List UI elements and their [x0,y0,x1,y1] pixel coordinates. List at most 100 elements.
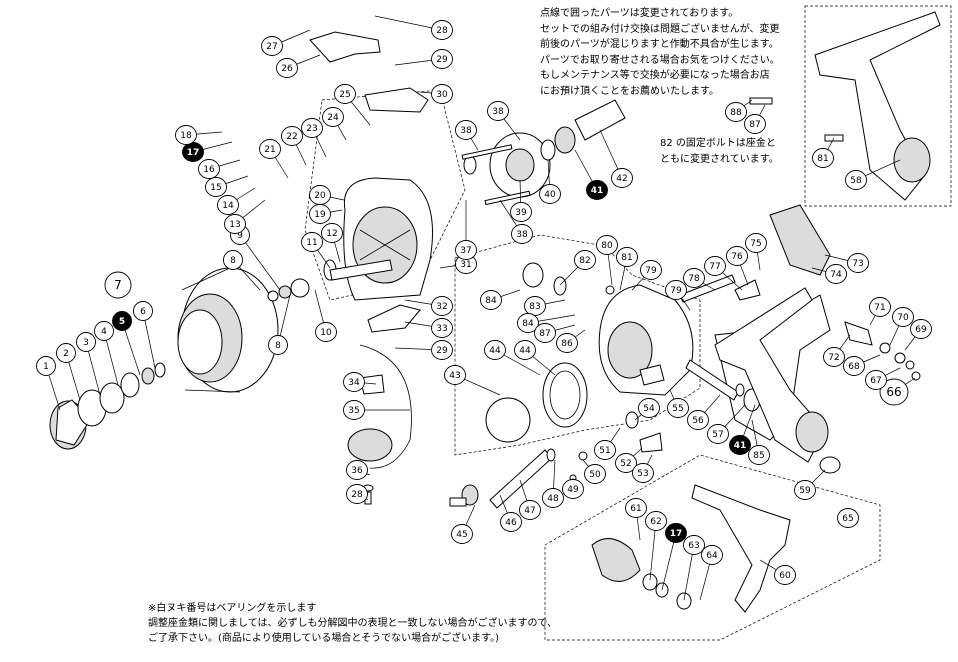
callout-number: 19 [314,210,326,220]
callout-number: 37 [460,246,471,256]
callout-number: 74 [830,270,842,280]
bail-arm [364,87,429,113]
callout-number: 27 [266,42,277,52]
callout-circle [865,370,887,390]
callout-circle [794,480,816,500]
part-callouts: 1234567889101112131415161718192021222324… [36,20,932,585]
callout-number: 40 [544,190,556,200]
part-callout: 66 [879,378,909,406]
callout-number: 31 [460,260,471,270]
callout-circle [261,36,283,56]
callout-number: 57 [712,430,723,440]
bearing-callout: 17 [182,142,204,162]
part-callout: 29 [431,49,453,69]
part-callout: 38 [487,101,509,121]
part-callout: 7 [104,271,132,299]
callout-number: 18 [180,131,192,141]
callout-circle [517,313,539,333]
callout-circle [825,264,847,284]
callout-circle [217,195,239,215]
part-callout: 49 [562,479,584,499]
callout-circle [748,445,770,465]
callout-number: 43 [449,371,460,381]
part-callout: 12 [321,223,343,243]
callout-circle [346,484,368,504]
part-callout: 55 [667,398,689,418]
part-callout: 61 [625,498,647,518]
callout-number: 52 [620,459,631,469]
callout-circle [847,253,869,273]
rotor-assembly [267,31,433,505]
part-callout: 38 [455,120,477,140]
callout-number: 49 [567,485,579,495]
part-callout: 16 [198,159,220,179]
part-callout: 71 [869,297,891,317]
callout-number: 48 [547,494,559,504]
callout-circle [321,223,343,243]
callout-circle [431,296,453,316]
note-changed-parts: 点線で囲ったパーツは変更されております。 セットでの組み付け交換は問題ございませ… [540,8,780,97]
note-bolt-82: 82 の固定ボルトは座金と ともに変更されています。 [660,138,779,165]
part-callout: 77 [704,256,726,276]
callout-number: 7 [114,278,122,292]
callout-circle [223,250,243,270]
bearing-callout: 17 [665,523,687,543]
callout-circle [343,400,365,420]
part-callout: 11 [301,232,323,252]
part-callout: 44 [514,340,536,360]
callout-circle [301,232,323,252]
part-callout: 8 [268,335,288,355]
callout-number: 80 [601,241,613,251]
part-callout: 39 [510,202,532,222]
callout-circle [845,170,867,190]
callout-number: 76 [731,252,743,262]
callout-circle [175,125,197,145]
handle-assembly [591,287,921,613]
callout-circle [594,440,616,460]
callout-number: 41 [591,186,604,196]
callout-circle [615,453,637,473]
callout-circle [539,184,561,204]
callout-circle [683,535,705,555]
callout-circle [562,479,584,499]
callout-circle [823,347,845,367]
part-callout: 87 [534,323,556,343]
part-callout: 10 [315,322,337,342]
callout-circle [487,101,509,121]
bearing-callout: 41 [586,180,608,200]
callout-circle [346,460,368,480]
part-callout: 51 [594,440,616,460]
callout-number: 68 [848,362,860,372]
callout-circle [334,84,356,104]
part-callout: 72 [823,347,845,367]
callout-circle [725,102,747,122]
part-callout: 88 [725,102,747,122]
callout-number: 29 [436,346,448,356]
part-callout: 47 [519,500,541,520]
callout-number: 87 [749,120,760,130]
callout-number: 59 [799,486,811,496]
callout-circle [514,340,536,360]
callout-circle [701,545,723,565]
callout-number: 1 [43,362,49,372]
part-callout: 64 [701,545,723,565]
part-callout: 13 [224,214,246,234]
callout-number: 24 [327,113,339,123]
part-callout: 4 [94,321,114,341]
part-callout: 84 [480,290,502,310]
note-bearing: ※白ヌキ番号はベアリングを示します [148,603,317,614]
callout-circle [640,260,662,280]
part-callout: 86 [556,333,578,353]
callout-number: 79 [645,266,657,276]
callout-number: 81 [621,253,632,263]
part-callout: 59 [794,480,816,500]
callout-circle [774,565,796,585]
callout-circle [36,356,56,376]
callout-number: 35 [348,406,359,416]
callout-number: 66 [886,385,901,399]
callout-circle [431,340,453,360]
callout-circle [556,333,578,353]
leader-line [239,234,281,291]
part-callout: 3 [76,332,96,352]
callout-number: 69 [915,325,927,335]
